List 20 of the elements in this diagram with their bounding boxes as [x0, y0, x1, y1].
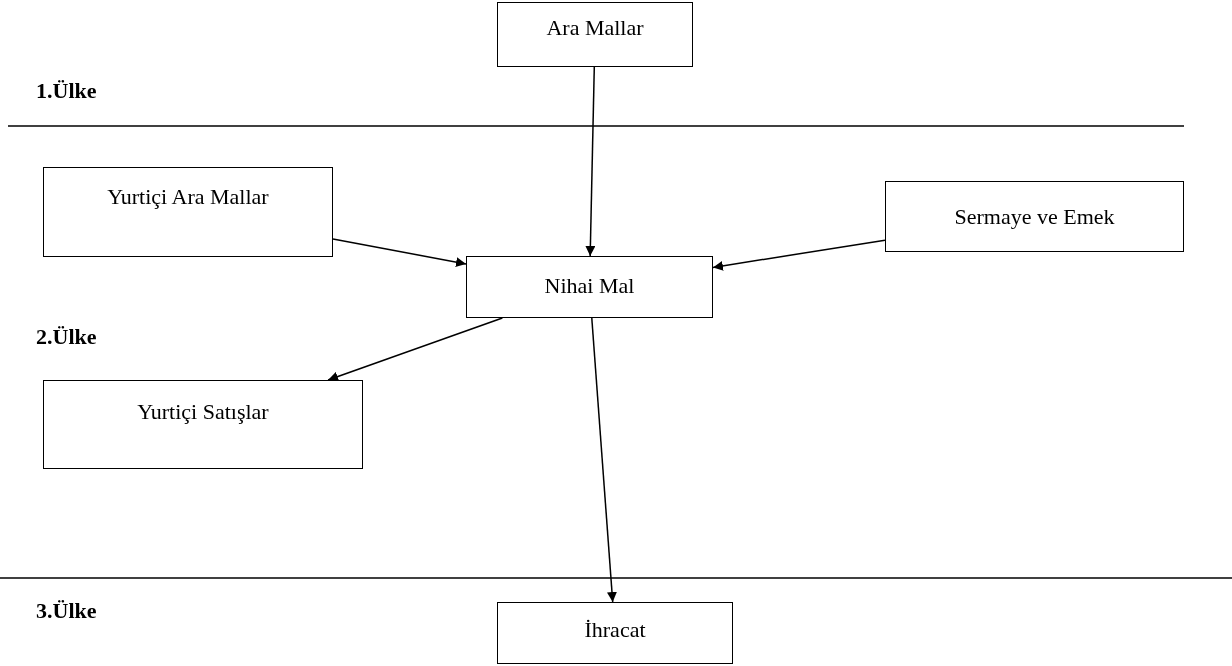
arrow [332, 238, 467, 267]
process-box [43, 380, 363, 469]
box-label: Nihai Mal [544, 273, 635, 299]
arrow [327, 317, 504, 382]
box-label: İhracat [584, 617, 646, 643]
process-box [466, 256, 713, 318]
arrow [585, 66, 596, 257]
box-label: Ara Mallar [546, 15, 644, 41]
box-label: Yurtiçi Ara Mallar [107, 184, 269, 210]
box-label: Sermaye ve Emek [954, 204, 1115, 230]
country-label: 3.Ülke [36, 598, 97, 624]
country-label: 1.Ülke [36, 78, 97, 104]
box-label: Yurtiçi Satışlar [137, 399, 269, 425]
process-box [497, 2, 693, 67]
arrow [591, 317, 617, 603]
country-label: 2.Ülke [36, 324, 97, 350]
process-box [497, 602, 733, 664]
process-box [43, 167, 333, 257]
arrow [712, 239, 886, 271]
process-box [885, 181, 1184, 252]
